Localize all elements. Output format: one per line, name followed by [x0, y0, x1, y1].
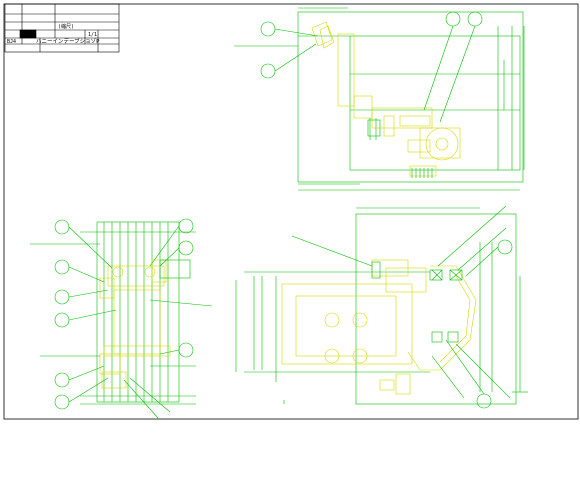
project-code: BJ4	[7, 39, 17, 45]
ref-label: (縮尺)	[58, 24, 75, 30]
front-view	[235, 205, 528, 409]
drawing-title: ハニーインデーブショゾP	[36, 39, 100, 45]
title-block	[4, 3, 120, 53]
side-view	[30, 218, 213, 419]
sheet-frame	[3, 3, 579, 420]
scale-label: 1/1	[88, 32, 98, 38]
plan-view	[234, 7, 525, 191]
